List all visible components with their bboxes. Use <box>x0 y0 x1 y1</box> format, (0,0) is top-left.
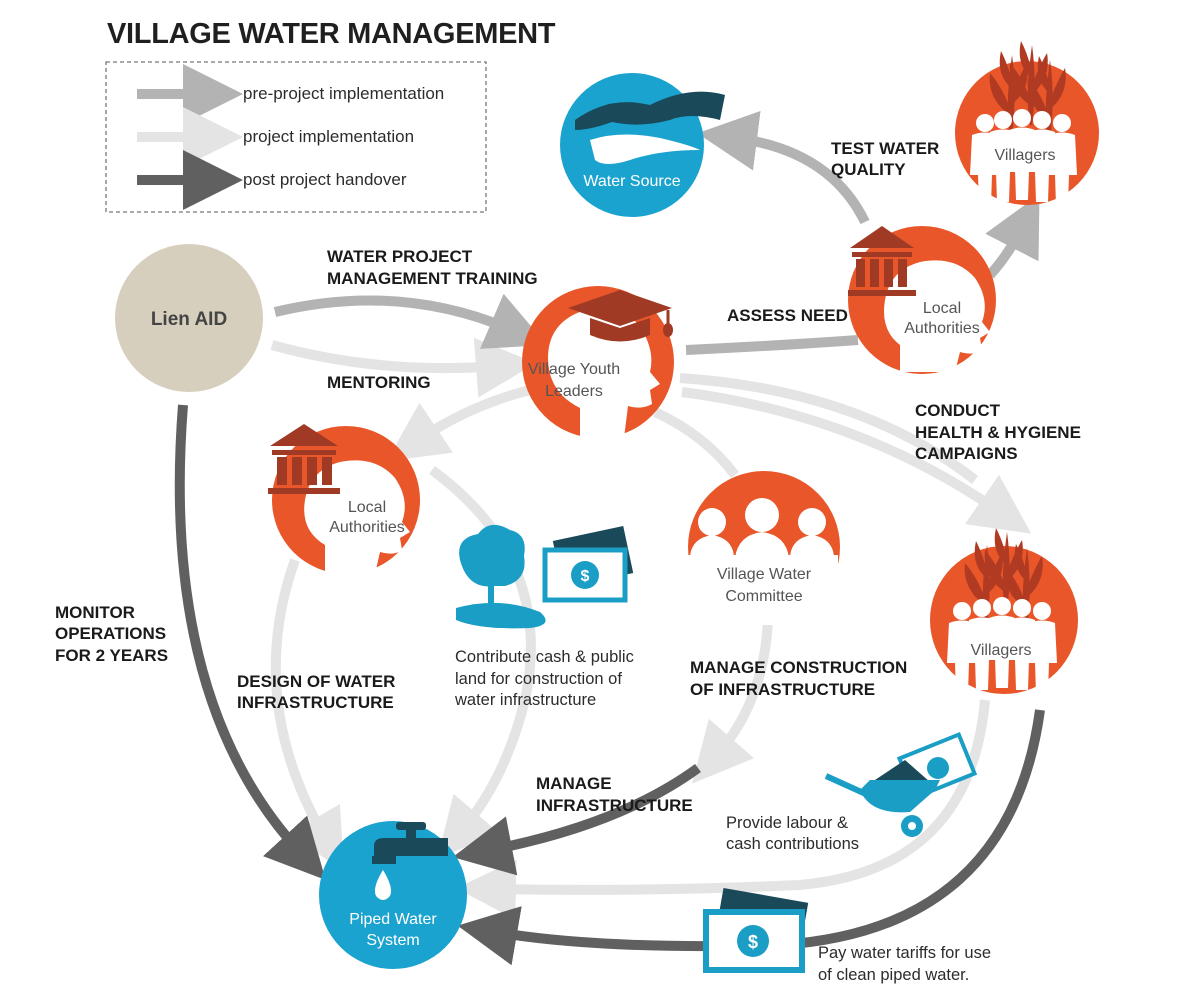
svg-text:Villagers: Villagers <box>970 642 1031 659</box>
arrow-youth-to-villagers <box>681 387 1032 534</box>
arrow-local-top-to-villagers <box>985 194 1040 279</box>
label-test-water: TEST WATER QUALITY <box>831 139 939 179</box>
svg-text:Leaders: Leaders <box>545 383 603 400</box>
svg-text:Pay water tariffs for use: Pay water tariffs for use <box>818 944 991 962</box>
svg-text:OPERATIONS: OPERATIONS <box>55 624 166 643</box>
svg-text:OF INFRASTRUCTURE: OF INFRASTRUCTURE <box>690 680 875 699</box>
svg-text:Contribute cash & public: Contribute cash & public <box>455 648 634 666</box>
svg-text:MANAGEMENT TRAINING: MANAGEMENT TRAINING <box>327 269 538 288</box>
svg-text:Village Youth: Village Youth <box>528 361 620 378</box>
svg-text:Local: Local <box>348 499 386 516</box>
svg-text:HEALTH & HYGIENE: HEALTH & HYGIENE <box>915 423 1081 442</box>
label-health-campaigns: CONDUCT HEALTH & HYGIENE CAMPAIGNS <box>915 401 1081 463</box>
arrow-manage-infra <box>452 763 701 876</box>
svg-text:Villagers: Villagers <box>994 147 1055 164</box>
arrow-test-water <box>697 111 870 225</box>
svg-text:project implementation: project implementation <box>243 127 414 146</box>
svg-text:MANAGE CONSTRUCTION: MANAGE CONSTRUCTION <box>690 658 907 677</box>
arrow-monitor <box>174 404 326 880</box>
cash-icon: $ <box>542 526 634 603</box>
node-lien-aid: Lien AID <box>115 244 263 392</box>
svg-text:Authorities: Authorities <box>904 320 980 337</box>
node-local-authorities-top: Local Authorities <box>848 226 996 374</box>
label-design: DESIGN OF WATER INFRASTRUCTURE <box>237 672 395 712</box>
svg-text:INFRASTRUCTURE: INFRASTRUCTURE <box>237 693 394 712</box>
svg-text:CONDUCT: CONDUCT <box>915 401 1001 420</box>
water-drop-icon <box>374 870 392 900</box>
arrow-youth-to-local-left <box>386 385 532 462</box>
svg-text:land for construction of: land for construction of <box>455 670 622 688</box>
legend-item-post-project: post project handover <box>137 150 407 210</box>
arrow-youth-campaigns <box>679 373 979 484</box>
arrow-contribute-to-piped <box>429 465 536 859</box>
node-piped-water-system: Piped Water System <box>319 821 467 969</box>
legend-item-pre-project: pre-project implementation <box>137 64 444 124</box>
svg-text:$: $ <box>748 932 758 952</box>
svg-text:pre-project implementation: pre-project implementation <box>243 84 444 103</box>
svg-text:post project handover: post project handover <box>243 170 407 189</box>
svg-text:water infrastructure: water infrastructure <box>454 691 596 709</box>
label-assess-need: ASSESS NEED <box>727 306 848 325</box>
note-labour: Provide labour & cash contributions <box>726 814 859 853</box>
arrow-villagers-to-piped <box>456 699 990 920</box>
svg-text:MANAGE: MANAGE <box>536 774 612 793</box>
legend: pre-project implementation project imple… <box>105 61 487 213</box>
svg-text:Committee: Committee <box>725 588 802 605</box>
node-village-youth-leaders: Village Youth Leaders <box>522 286 674 438</box>
node-local-authorities-left: Local Authorities <box>268 424 420 574</box>
svg-text:Village Water: Village Water <box>717 566 812 583</box>
svg-text:INFRASTRUCTURE: INFRASTRUCTURE <box>536 796 693 815</box>
svg-text:Authorities: Authorities <box>329 519 405 536</box>
svg-text:DESIGN OF WATER: DESIGN OF WATER <box>237 672 395 691</box>
node-villagers-mid: Villagers <box>930 528 1078 694</box>
svg-text:TEST WATER: TEST WATER <box>831 139 939 158</box>
svg-text:Provide labour &: Provide labour & <box>726 814 848 832</box>
diagram-title: VILLAGE WATER MANAGEMENT <box>107 18 556 50</box>
arrow-mentoring <box>270 337 536 398</box>
arrow-assess-need <box>685 335 859 355</box>
svg-text:System: System <box>366 932 419 949</box>
arrows <box>174 111 1045 966</box>
label-manage-construction: MANAGE CONSTRUCTION OF INFRASTRUCTURE <box>690 658 907 699</box>
note-tariffs: Pay water tariffs for use of clean piped… <box>818 944 991 984</box>
svg-text:Water Source: Water Source <box>583 173 680 190</box>
svg-text:FOR 2 YEARS: FOR 2 YEARS <box>55 646 168 665</box>
svg-text:cash contributions: cash contributions <box>726 835 859 853</box>
landscape-icon <box>575 91 725 130</box>
svg-text:Local: Local <box>923 300 961 317</box>
svg-text:of clean piped water.: of clean piped water. <box>818 966 969 984</box>
svg-text:Lien AID: Lien AID <box>151 309 227 330</box>
arrow-training <box>273 293 547 349</box>
svg-text:CAMPAIGNS: CAMPAIGNS <box>915 444 1018 463</box>
tap-icon <box>372 822 448 864</box>
node-village-water-committee: Village Water Committee <box>688 471 840 625</box>
label-monitor: MONITOR OPERATIONS FOR 2 YEARS <box>55 603 168 665</box>
legend-item-project: project implementation <box>137 107 414 167</box>
svg-text:QUALITY: QUALITY <box>831 160 906 179</box>
wheelbarrow-icon <box>824 731 978 837</box>
svg-text:WATER PROJECT: WATER PROJECT <box>327 247 473 266</box>
arrow-youth-to-committee <box>652 407 739 479</box>
node-villagers-top: Villagers <box>955 41 1099 205</box>
label-manage-infrastructure: MANAGE INFRASTRUCTURE <box>536 774 693 815</box>
arrow-committee-to-piped <box>692 617 773 784</box>
building-icon <box>268 424 340 494</box>
tree-icon <box>456 524 546 629</box>
graduation-cap-icon <box>568 290 673 342</box>
note-contribute: Contribute cash & public land for constr… <box>454 648 634 709</box>
label-mentoring: MENTORING <box>327 373 431 392</box>
arrow-local-left-to-piped <box>270 558 345 871</box>
svg-text:Piped Water: Piped Water <box>349 911 437 928</box>
svg-text:MONITOR: MONITOR <box>55 603 135 622</box>
building-icon <box>848 226 916 296</box>
svg-text:$: $ <box>581 568 590 585</box>
tariff-cash-icon: $ <box>703 887 809 973</box>
group-icon <box>688 498 838 625</box>
label-training: WATER PROJECT MANAGEMENT TRAINING <box>327 247 538 288</box>
node-water-source: Water Source <box>560 73 725 217</box>
